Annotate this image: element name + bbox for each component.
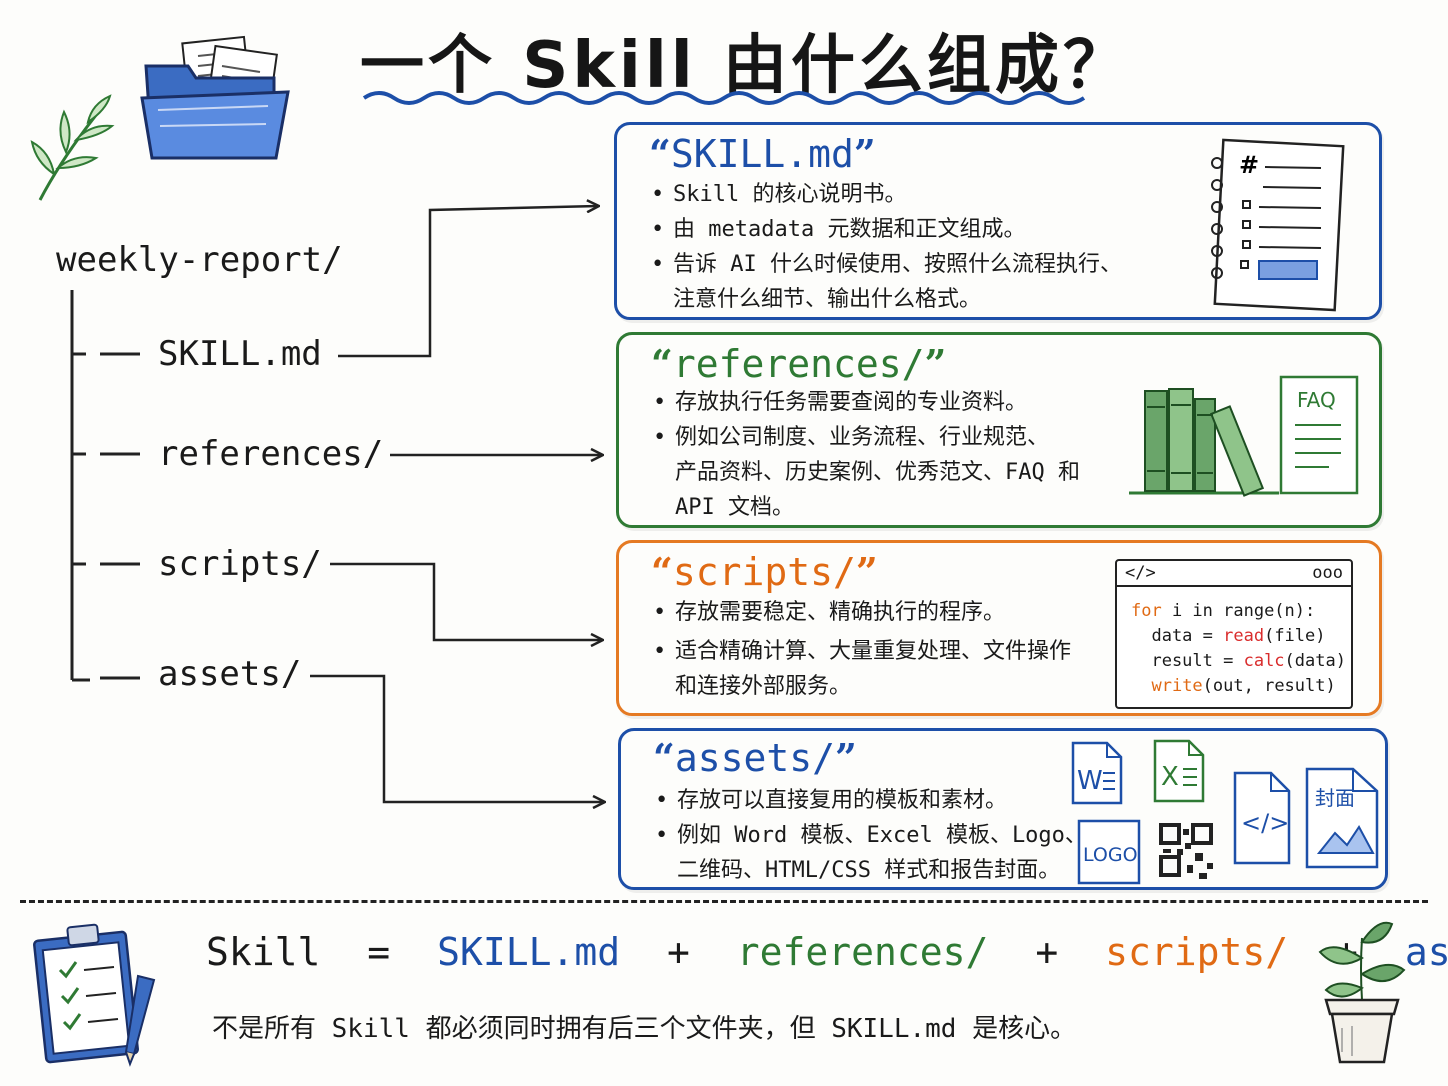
formula-skill: Skill — [206, 930, 321, 974]
list-item: 例如公司制度、业务流程、行业规范、 — [653, 420, 1080, 455]
folder-icon — [140, 35, 290, 160]
formula-plus: + — [666, 930, 690, 974]
tree-item-assets: assets/ — [158, 654, 302, 694]
list-item-continued: 注意什么细节、输出什么格式。 — [673, 287, 982, 312]
list-item: 由 metadata 元数据和正文组成。 — [651, 212, 1122, 247]
word-file-icon: W — [1071, 741, 1123, 805]
svg-text:</>: </> — [1241, 809, 1289, 837]
code-snippet: for i in range(n): data = read(file) res… — [1131, 601, 1346, 696]
svg-text:W: W — [1077, 766, 1103, 796]
card-skill-md: “SKILL.md” Skill 的核心说明书。 由 metadata 元数据和… — [614, 122, 1382, 320]
formula-line: Skill = SKILL.md + references/ + scripts… — [206, 930, 1448, 974]
leaf-sprig-icon — [30, 94, 115, 201]
svg-text:LOGO: LOGO — [1083, 844, 1138, 866]
list-item: 存放可以直接复用的模板和素材。 — [655, 783, 1087, 818]
card-references: “references/” 存放执行任务需要查阅的专业资料。 例如公司制度、业务… — [616, 332, 1382, 528]
notebook-hash: # — [1239, 151, 1259, 179]
qr-code-icon — [1159, 823, 1213, 879]
list-item: 例如 Word 模板、Excel 模板、Logo、 — [655, 818, 1087, 853]
window-dots-icon: ooo — [1312, 562, 1343, 583]
list-item: 存放执行任务需要查阅的专业资料。 — [653, 385, 1080, 420]
arrow-scripts — [330, 562, 602, 640]
connector-arrows — [310, 0, 620, 840]
faq-label: FAQ — [1297, 388, 1336, 412]
card-assets: “assets/” 存放可以直接复用的模板和素材。 例如 Word 模板、Exc… — [618, 728, 1388, 890]
tree-item-references: references/ — [158, 434, 384, 474]
footnote: 不是所有 Skill 都必须同时拥有后三个文件夹，但 SKILL.md 是核心。 — [212, 1014, 1077, 1044]
page-title: 一个 Skill 由什么组成？ — [360, 29, 1132, 103]
svg-text:封面: 封面 — [1315, 786, 1355, 810]
formula-equals: = — [367, 930, 391, 974]
title-underline — [362, 91, 1086, 105]
logo-file-icon: LOGO — [1077, 819, 1141, 885]
dashed-divider — [20, 900, 1428, 903]
card-references-bullets: 存放执行任务需要查阅的专业资料。 例如公司制度、业务流程、行业规范、 产品资料、… — [653, 385, 1080, 525]
list-item-continued: 产品资料、历史案例、优秀范文、FAQ 和 — [675, 460, 1080, 485]
formula-assets: assets/ — [1404, 930, 1448, 974]
code-window: </> ooo for i in range(n): data = read(f… — [1115, 559, 1353, 709]
card-assets-bullets: 存放可以直接复用的模板和素材。 例如 Word 模板、Excel 模板、Logo… — [655, 783, 1087, 888]
card-assets-title: “assets/” — [653, 735, 857, 780]
arrow-skill-md — [338, 206, 598, 358]
notebook-icon: # — [1211, 138, 1345, 312]
list-item-continued: API 文档。 — [675, 495, 794, 520]
list-item-continued: 二维码、HTML/CSS 样式和报告封面。 — [677, 858, 1061, 883]
list-item: 适合精确计算、大量重复处理、文件操作 — [653, 634, 1071, 669]
list-item: 存放需要稳定、精确执行的程序。 — [653, 595, 1071, 630]
excel-file-icon: X — [1153, 739, 1205, 803]
card-scripts: “scripts/” 存放需要稳定、精确执行的程序。 适合精确计算、大量重复处理… — [616, 540, 1382, 716]
tree-root: weekly-report/ — [56, 240, 343, 280]
formula-plus: + — [1035, 930, 1059, 974]
code-file-icon: </> — [1233, 771, 1291, 865]
tree-item-skill-md: SKILL.md — [158, 334, 322, 374]
card-skill-md-bullets: Skill 的核心说明书。 由 metadata 元数据和正文组成。 告诉 AI… — [651, 177, 1122, 317]
formula-references: references/ — [736, 930, 989, 974]
formula-scripts: scripts/ — [1105, 930, 1289, 974]
svg-text:X: X — [1161, 762, 1179, 792]
list-item: Skill 的核心说明书。 — [651, 177, 1122, 212]
books-icon: FAQ — [1129, 375, 1359, 497]
list-item-continued: 和连接外部服务。 — [675, 674, 852, 699]
list-item: 告诉 AI 什么时候使用、按照什么流程执行、 — [651, 247, 1122, 282]
clipboard-checklist-icon — [33, 923, 156, 1067]
tree-lines — [70, 290, 140, 682]
card-references-title: “references/” — [651, 341, 947, 386]
asset-icons: W X LOGO </> 封面 — [1071, 739, 1379, 885]
card-scripts-bullets: 存放需要稳定、精确执行的程序。 适合精确计算、大量重复处理、文件操作 和连接外部… — [653, 595, 1071, 704]
potted-plant-icon — [1318, 921, 1406, 1064]
cover-file-icon: 封面 — [1305, 767, 1379, 869]
arrow-assets — [310, 674, 604, 802]
formula-skill-md: SKILL.md — [437, 930, 621, 974]
code-tag-icon: </> — [1125, 562, 1156, 583]
card-scripts-title: “scripts/” — [651, 549, 878, 594]
tree-item-scripts: scripts/ — [158, 544, 322, 584]
card-skill-md-title: “SKILL.md” — [649, 131, 876, 176]
